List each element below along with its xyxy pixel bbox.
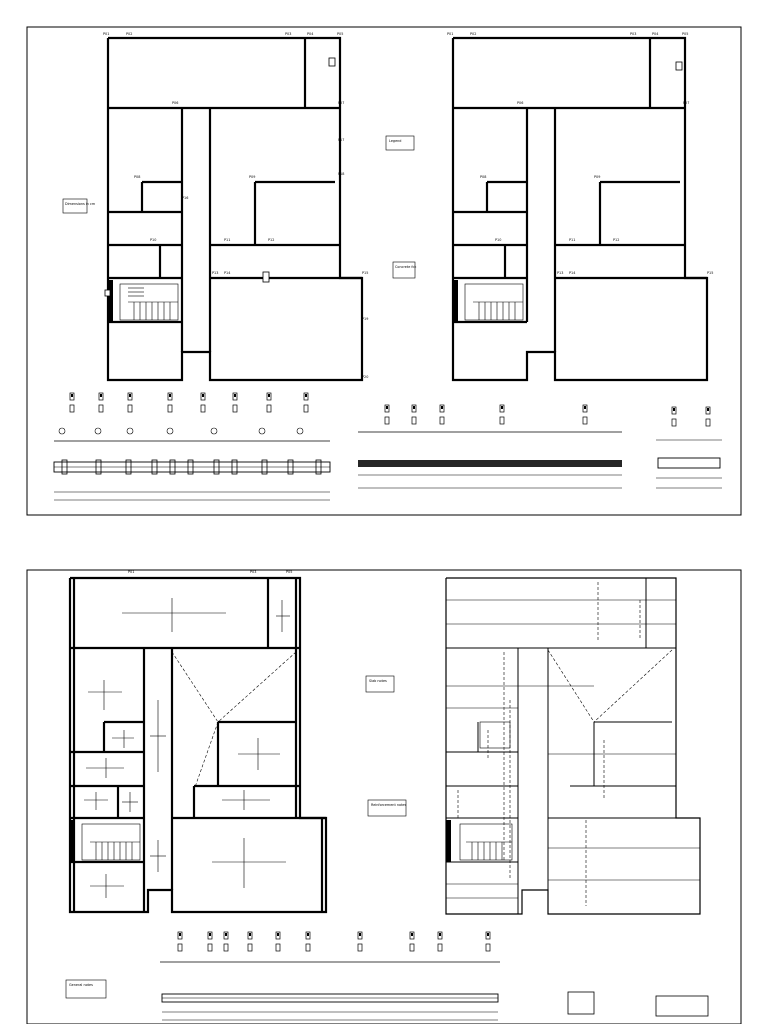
svg-text:P17: P17 [338, 138, 344, 142]
svg-text:P03: P03 [250, 570, 256, 574]
svg-text:P12: P12 [268, 238, 274, 242]
slab-reinforcement-detail-plan [445, 577, 701, 915]
beam-section [232, 392, 238, 401]
beam-section [177, 931, 183, 940]
beam-section [275, 931, 281, 940]
formwork-plan-right: P01 P02 P03 P04 P05 P06 P07 P08 P09 P10 P11 P12… [447, 32, 713, 382]
svg-text:P20: P20 [362, 375, 368, 379]
svg-text:P01: P01 [447, 32, 453, 36]
beam-section [485, 931, 491, 940]
svg-text:P15: P15 [362, 271, 368, 275]
svg-text:P05: P05 [682, 32, 688, 36]
beam-section [69, 392, 75, 401]
beam-section [223, 931, 229, 940]
svg-text:P10: P10 [150, 238, 156, 242]
svg-text:P10: P10 [495, 238, 501, 242]
stair-wall [108, 280, 113, 322]
svg-text:P06: P06 [172, 101, 178, 105]
plan-outline [106, 36, 364, 382]
svg-text:P12: P12 [613, 238, 619, 242]
svg-text:P02: P02 [470, 32, 476, 36]
svg-text:P13: P13 [212, 271, 218, 275]
svg-text:P09: P09 [594, 175, 600, 179]
svg-text:P11: P11 [224, 238, 230, 242]
legend-text: Legend [389, 139, 401, 143]
slab-note-box [365, 675, 395, 693]
svg-text:P01: P01 [103, 32, 109, 36]
beam-section [357, 931, 363, 940]
general-note-box [65, 979, 107, 999]
beam-section [439, 404, 445, 413]
beam-section [247, 931, 253, 940]
svg-text:P03: P03 [285, 32, 291, 36]
beam-section [266, 392, 272, 401]
svg-text:P01: P01 [128, 570, 134, 574]
svg-text:P05: P05 [337, 32, 343, 36]
beam-section [167, 392, 173, 401]
svg-text:P19: P19 [362, 317, 368, 321]
legend-box [385, 135, 415, 151]
svg-text:P03: P03 [630, 32, 636, 36]
svg-text:P14: P14 [569, 271, 575, 275]
beam-section [200, 392, 206, 401]
beam-section [98, 392, 104, 401]
svg-text:P08: P08 [480, 175, 486, 179]
beam-section [499, 404, 505, 413]
svg-text:P06: P06 [517, 101, 523, 105]
beam-section [411, 404, 417, 413]
beam-section [582, 404, 588, 413]
sheet-2-border [26, 569, 742, 1024]
beam-section [207, 931, 213, 940]
svg-text:P04: P04 [307, 32, 313, 36]
svg-text:P15: P15 [707, 271, 713, 275]
reinforcement-note-text: Reinforcement notes [371, 803, 407, 807]
stair-steps [119, 283, 179, 321]
svg-text:P05: P05 [286, 570, 292, 574]
beam-section [384, 404, 390, 413]
slab-note-text: Slab notes [369, 679, 387, 683]
svg-text:P13: P13 [557, 271, 563, 275]
beam-section [437, 931, 443, 940]
general-note-text: General notes [69, 983, 93, 987]
reinforcement-note-box [367, 799, 407, 817]
beam-section [705, 406, 711, 415]
formwork-plan-left: P01 P02 P03 P04 P05 P06 P07 P08 P09 P10 P11 P12… [62, 32, 368, 382]
sheet-1: P01 P02 P03 P04 P05 P06 P07 P08 P09 P10 P11 P12… [26, 26, 742, 516]
svg-text:P18: P18 [338, 172, 344, 176]
beam-section [671, 406, 677, 415]
beam-section [303, 392, 309, 401]
beam-section [305, 931, 311, 940]
slab-reinforcement-plan: P01 P03 P05 [68, 570, 328, 914]
note-text: Dimensions in cm [65, 202, 96, 206]
svg-text:P07: P07 [683, 101, 689, 105]
sheet-1-border [26, 26, 742, 516]
svg-text:P02: P02 [126, 32, 132, 36]
svg-text:P11: P11 [569, 238, 575, 242]
sheet-2: P01 P03 P05 Slab notes [26, 569, 742, 1024]
svg-text:P16: P16 [182, 196, 188, 200]
beam-section [127, 392, 133, 401]
concrete-note-box [392, 261, 416, 279]
note-box [62, 198, 88, 214]
beam-elevations-2 [160, 931, 709, 1021]
svg-text:P09: P09 [249, 175, 255, 179]
svg-text:P07: P07 [338, 101, 344, 105]
beam-elevations [53, 392, 722, 501]
svg-text:P14: P14 [224, 271, 230, 275]
beam-section [409, 931, 415, 940]
concrete-note-text: Concrete fck [395, 265, 416, 269]
svg-text:P08: P08 [134, 175, 140, 179]
svg-text:P04: P04 [652, 32, 658, 36]
